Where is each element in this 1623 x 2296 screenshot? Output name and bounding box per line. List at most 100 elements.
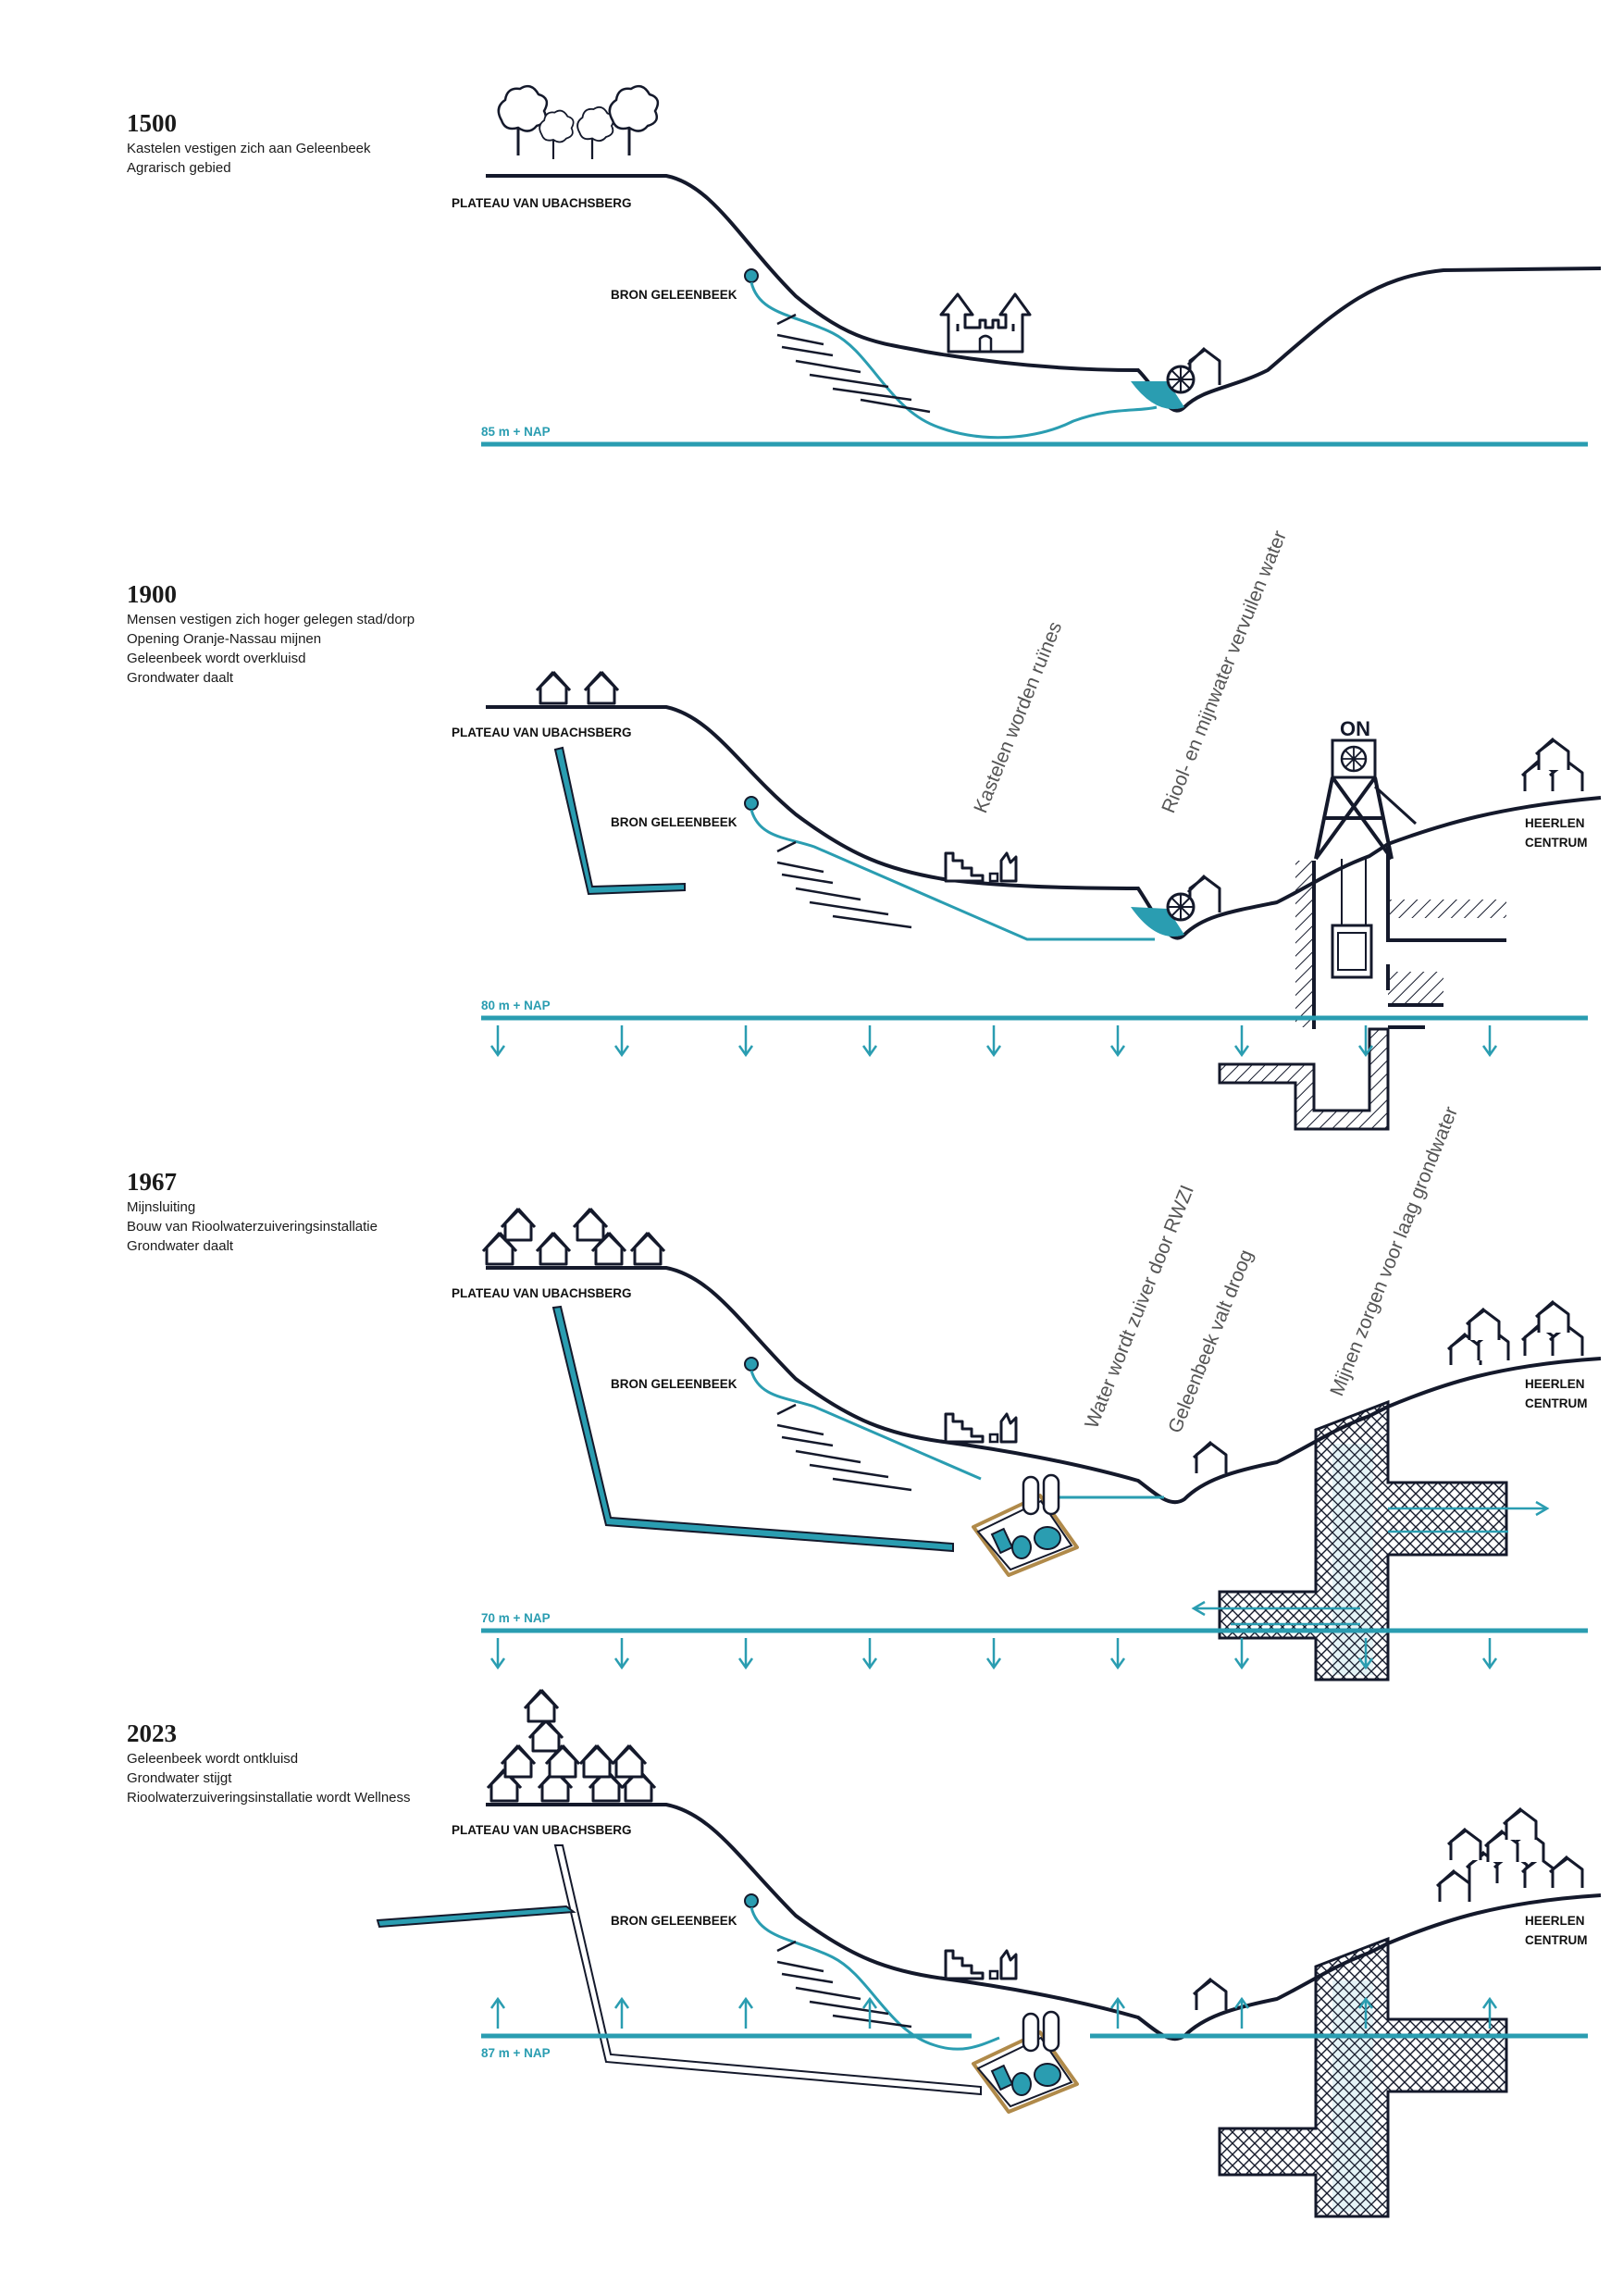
- house-icon: [583, 670, 620, 705]
- house-icon: [611, 1744, 648, 1779]
- plateau-label: PLATEAU VAN UBACHSBERG: [452, 196, 632, 210]
- house-icon: [527, 1718, 564, 1753]
- era-description-line: Grondwater daalt: [127, 1238, 234, 1254]
- house-icon: [500, 1207, 537, 1242]
- annotation-pollution: Riool- en mijnwater vervuilen water: [1158, 527, 1291, 816]
- sewer-pipe: [551, 1305, 954, 1553]
- house-icon: [629, 1231, 666, 1266]
- house-icon: [535, 670, 572, 705]
- bron-label: BRON GELEENBEEK: [611, 815, 737, 829]
- era-description-line: Opening Oranje-Nassau mijnen: [127, 631, 322, 647]
- annotation-ruins: Kastelen worden ruïnes: [970, 619, 1066, 816]
- sewer-pipe-outline: [553, 1844, 982, 2096]
- geleenbeek-stream: [750, 1370, 982, 1481]
- era-1967-text: 1967 Mijnsluiting Bouw van Rioolwaterzui…: [127, 1168, 378, 1256]
- era-1900-text: 1900 Mensen vestigen zich hoger gelegen …: [127, 580, 415, 688]
- rock-strata: [776, 1940, 912, 2029]
- panel-2023: PLATEAU VAN UBACHSBERG BRON GELEENBEEK H…: [376, 1688, 1602, 2218]
- sewer-pipe: [553, 746, 686, 896]
- era-year: 1900: [127, 580, 177, 608]
- groundwater-flow-arrows: [1191, 1500, 1550, 1626]
- centrum-label: CENTRUM: [1525, 836, 1588, 850]
- house-icon: [578, 1744, 615, 1779]
- small-house-icon: [1548, 1855, 1584, 1890]
- centrum-label: CENTRUM: [1525, 1933, 1588, 1947]
- ruin-icon: [944, 851, 1018, 883]
- spring-icon: [744, 1357, 759, 1371]
- era-description-line: Geleenbeek wordt ontkluisd: [127, 1751, 299, 1767]
- small-house-icon: [1435, 1868, 1471, 1904]
- treatment-plant-icon: [972, 2010, 1079, 2114]
- annotation-mines: Mijnen zorgen voor laag grondwater: [1326, 1104, 1462, 1399]
- nap-label: 85 m + NAP: [481, 425, 551, 439]
- small-house-icon: [1534, 737, 1570, 772]
- centrum-label: CENTRUM: [1525, 1396, 1588, 1410]
- panel-1900: PLATEAU VAN UBACHSBERG BRON GELEENBEEK O…: [452, 527, 1602, 1131]
- house-icon: [523, 1688, 560, 1723]
- groundwater-arrows-down: [489, 1024, 1498, 1057]
- era-description-line: Bouw van Rioolwaterzuiveringsinstallatie: [127, 1219, 378, 1235]
- geleenbeek-stream-culverted: [750, 809, 1155, 941]
- small-house-icon: [1502, 1806, 1538, 1842]
- ruin-icon: [944, 1412, 1018, 1444]
- era-2023-text: 2023 Geleenbeek wordt ontkluisd Grondwat…: [127, 1719, 411, 1807]
- watermill-icon: [1166, 874, 1221, 922]
- terrain-line: [486, 174, 1602, 413]
- rock-strata: [776, 1403, 912, 1492]
- bron-label: BRON GELEENBEEK: [611, 1377, 737, 1391]
- castle-icon: [939, 292, 1032, 354]
- small-house-icon: [1446, 1827, 1482, 1862]
- bron-label: BRON GELEENBEEK: [611, 288, 737, 302]
- tree-icon: [539, 109, 575, 161]
- era-year: 1967: [127, 1168, 177, 1196]
- era-year: 2023: [127, 1719, 177, 1747]
- mine-shaft-core: [1332, 1444, 1373, 1675]
- plateau-label: PLATEAU VAN UBACHSBERG: [452, 726, 632, 739]
- plateau-label: PLATEAU VAN UBACHSBERG: [452, 1286, 632, 1300]
- ruin-icon: [944, 1949, 1018, 1980]
- era-description-line: Mijnsluiting: [127, 1199, 196, 1215]
- treatment-plant-icon: [972, 1473, 1079, 1577]
- watermill-icon: [1166, 346, 1221, 394]
- heerlen-label: HEERLEN: [1525, 816, 1585, 830]
- rock-strata: [776, 313, 931, 414]
- mine-shaft-lower: [1218, 1027, 1390, 1131]
- house-icon: [1192, 1977, 1228, 2012]
- nap-label: 80 m + NAP: [481, 999, 551, 1012]
- spring-icon: [744, 268, 759, 283]
- plateau-label: PLATEAU VAN UBACHSBERG: [452, 1823, 632, 1837]
- era-description-line: Mensen vestigen zich hoger gelegen stad/…: [127, 612, 415, 627]
- geleenbeek-stream: [750, 281, 1158, 440]
- house-icon: [535, 1231, 572, 1266]
- infiltration-pipe: [376, 1905, 576, 1929]
- era-year: 1500: [127, 109, 177, 137]
- panel-1500: PLATEAU VAN UBACHSBERG BRON GELEENBEEK 8…: [452, 84, 1602, 447]
- bron-label: BRON GELEENBEEK: [611, 1914, 737, 1928]
- house-icon: [1192, 1440, 1228, 1475]
- spring-icon: [744, 1893, 759, 1908]
- tree-icon: [497, 84, 549, 157]
- era-1500-text: 1500 Kastelen vestigen zich aan Geleenbe…: [127, 109, 371, 178]
- tree-icon: [576, 105, 615, 161]
- era-description-line: Grondwater stijgt: [127, 1770, 232, 1786]
- era-description-line: Agrarisch gebied: [127, 160, 231, 176]
- era-description-line: Grondwater daalt: [127, 670, 234, 686]
- mine-headframe-icon: ON: [1314, 717, 1418, 979]
- house-icon: [572, 1207, 609, 1242]
- heerlen-label: HEERLEN: [1525, 1377, 1585, 1391]
- mine-shaft-core: [1332, 1980, 1373, 2212]
- mine-sign: ON: [1340, 717, 1370, 740]
- heerlen-label: HEERLEN: [1525, 1914, 1585, 1928]
- era-description-line: Kastelen vestigen zich aan Geleenbeek: [127, 141, 371, 156]
- nap-label: 87 m + NAP: [481, 2046, 551, 2060]
- mine-gallery-hatch: [1388, 900, 1506, 918]
- era-description-line: Geleenbeek wordt overkluisd: [127, 651, 306, 666]
- panel-1967: PLATEAU VAN UBACHSBERG BRON GELEENBEEK H…: [452, 1104, 1602, 1682]
- mine-wall-hatch: [1295, 861, 1314, 1027]
- tree-icon: [608, 84, 660, 157]
- small-house-icon: [1534, 1299, 1570, 1334]
- geleenbeek-stream-restored: [750, 1906, 1000, 2051]
- small-house-icon: [1465, 1307, 1501, 1342]
- nap-label: 70 m + NAP: [481, 1611, 551, 1625]
- annotation-dry: Geleenbeek valt droog: [1164, 1247, 1257, 1436]
